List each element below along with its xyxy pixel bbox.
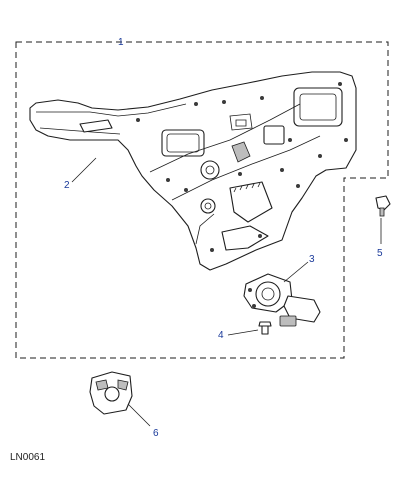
assembly-boundary-dashed bbox=[15, 41, 389, 359]
window-regulator-frame bbox=[29, 71, 357, 271]
leader-3 bbox=[283, 261, 309, 283]
window-motor bbox=[243, 273, 321, 327]
leader-6 bbox=[127, 403, 151, 427]
diagram-reference-code: LN0061 bbox=[10, 452, 45, 463]
callout-1: 1 bbox=[118, 37, 124, 48]
callout-4: 4 bbox=[218, 330, 224, 341]
screw-part bbox=[258, 321, 272, 335]
leader-2 bbox=[71, 157, 97, 183]
callout-3: 3 bbox=[309, 254, 315, 265]
mounting-bracket bbox=[89, 371, 133, 415]
leader-4 bbox=[227, 329, 259, 336]
clip-fastener bbox=[375, 195, 391, 217]
callout-5: 5 bbox=[377, 248, 383, 259]
callout-2: 2 bbox=[64, 180, 70, 191]
callout-6: 6 bbox=[153, 428, 159, 439]
